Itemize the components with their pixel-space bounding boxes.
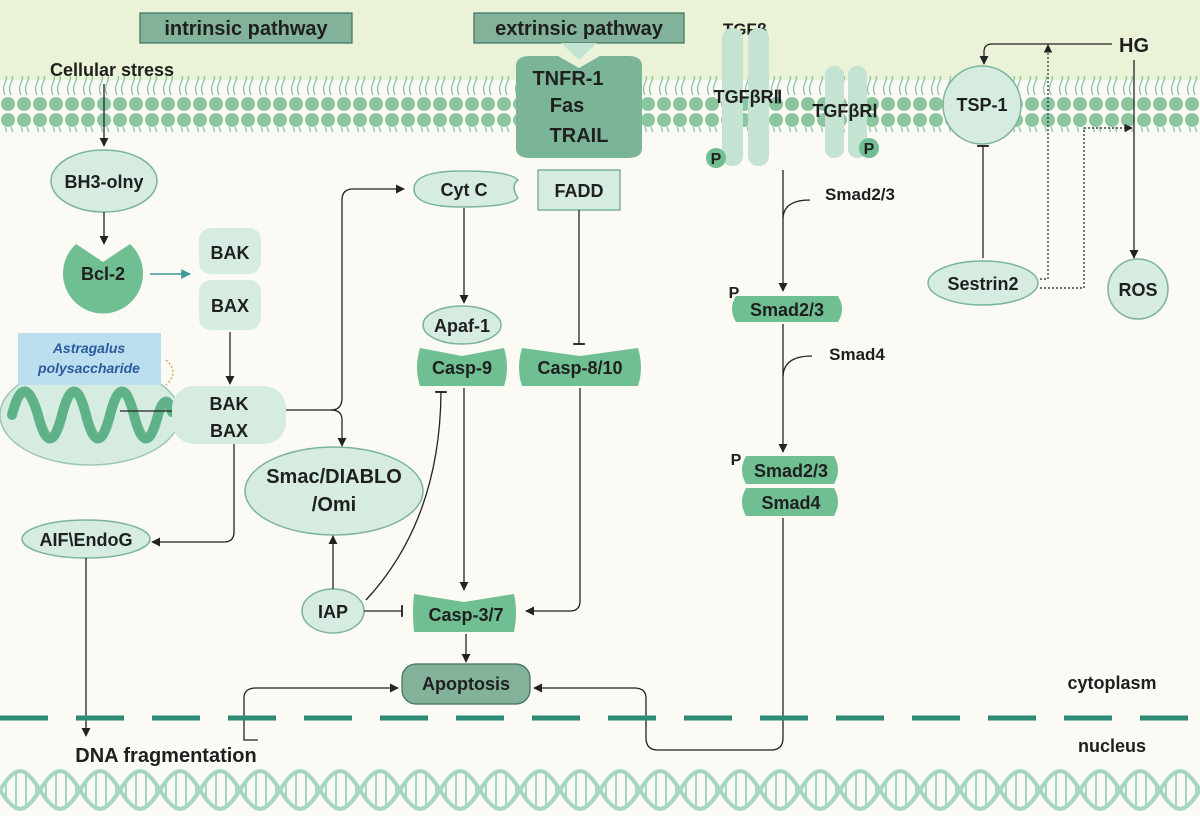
extrinsic-pathway-label: extrinsic pathway — [495, 18, 664, 40]
casp810-label: Casp-8/10 — [537, 358, 622, 378]
tgfbr2-receptor: P TGFβRⅡ — [706, 28, 782, 168]
smac-node: Smac/DIABLO /Omi — [244, 446, 424, 536]
fas-label: Fas — [550, 95, 584, 117]
bcl2-label: Bcl-2 — [81, 264, 125, 284]
iap-label: IAP — [318, 602, 348, 622]
bcl2-node: Bcl-2 — [63, 244, 143, 314]
casp37-node: Casp-3/7 — [413, 594, 516, 632]
arrow-smad-to-apoptosis — [533, 518, 784, 751]
tgfbr1-receptor: P TGFβRⅠ — [812, 66, 879, 158]
smad23-input-label: Smad2/3 — [825, 185, 895, 204]
smad-complex-p-label: P — [731, 452, 742, 469]
casp9-node: Casp-9 — [417, 348, 507, 386]
death-receptor-node: TNFR-1 Fas TRAIL — [516, 43, 642, 158]
aif-endog-node: AIF\EndoG — [21, 519, 151, 559]
bak-mito-label: BAK — [210, 394, 249, 414]
apaf1-label: Apaf-1 — [434, 316, 490, 336]
tsp1-node: TSP-1 — [942, 65, 1022, 145]
dotted-sestrin2-to-top — [1040, 44, 1053, 280]
tgfbr2-p-label: P — [711, 151, 722, 168]
p-smad23-label: Smad2/3 — [750, 300, 824, 320]
apaf1-node: Apaf-1 — [422, 305, 502, 345]
line-smad4-join — [782, 355, 813, 377]
bax-mito-label: BAX — [210, 421, 248, 441]
smad4-input-label: Smad4 — [829, 345, 885, 364]
p-smad23-p-label: P — [729, 285, 740, 302]
smac-label-line2: /Omi — [312, 494, 356, 516]
apoptosis-node: Apoptosis — [401, 663, 531, 705]
ros-node: ROS — [1107, 258, 1169, 320]
tnfr1-label: TNFR-1 — [532, 68, 603, 90]
bax-label: BAX — [211, 296, 249, 316]
cytc-node: Cyt C — [413, 170, 520, 208]
bak-bax-mito-node: BAK BAX — [172, 386, 286, 444]
line-smad23-join — [782, 199, 811, 219]
fadd-label: FADD — [555, 181, 604, 201]
sestrin2-node: Sestrin2 — [927, 260, 1039, 306]
bak-bax-node: BAK BAX — [199, 228, 261, 330]
tgfbr2-label: TGFβRⅡ — [714, 87, 783, 107]
complex-smad23-label: Smad2/3 — [754, 461, 828, 481]
aif-label: AIF\EndoG — [40, 530, 133, 550]
intrinsic-pathway-header: intrinsic pathway — [139, 12, 353, 44]
arrow-bakbax-to-cytc — [286, 184, 405, 411]
astragalus-box: Astragalus polysaccharide — [18, 333, 161, 385]
astragalus-label-line1: Astragalus — [52, 340, 126, 356]
cytc-label: Cyt C — [440, 180, 487, 200]
arrow-hg-to-tsp1 — [979, 43, 1112, 65]
dna-strand-2 — [0, 768, 1200, 812]
tgfbr1-label: TGFβRⅠ — [812, 101, 877, 121]
astragalus-label-line2: polysaccharide — [37, 360, 140, 376]
bak-label: BAK — [211, 243, 250, 263]
ros-label: ROS — [1118, 280, 1157, 300]
iap-node: IAP — [301, 588, 365, 634]
arrow-bakbax-to-aif — [151, 444, 235, 547]
fadd-node: FADD — [537, 169, 621, 211]
casp810-node: Casp-8/10 — [519, 348, 641, 386]
dotted-sestrin2-to-ros-path — [1040, 123, 1133, 289]
cytoplasm-label: cytoplasm — [1067, 673, 1156, 693]
tgfbr1-p-label: P — [864, 141, 875, 158]
sestrin2-label: Sestrin2 — [947, 274, 1018, 294]
p-smad23-node: P Smad2/3 — [729, 285, 842, 322]
smac-label-line1: Smac/DIABLO — [266, 466, 402, 488]
bh3-node: BH3-olny — [50, 149, 158, 213]
intrinsic-pathway-label: intrinsic pathway — [164, 18, 328, 40]
nucleus-label: nucleus — [1078, 736, 1146, 756]
complex-smad4-label: Smad4 — [761, 493, 820, 513]
arrow-casp810-to-casp37 — [525, 388, 581, 616]
extrinsic-pathway-header: extrinsic pathway — [473, 12, 685, 44]
inhibit-iap-casp9 — [365, 391, 447, 601]
casp9-label: Casp-9 — [432, 358, 492, 378]
dna-helix — [0, 768, 1200, 812]
bh3-label: BH3-olny — [64, 172, 143, 192]
arrow-dna-to-apoptosis — [243, 683, 399, 741]
dna-fragmentation-label: DNA fragmentation — [75, 745, 256, 767]
tsp1-label: TSP-1 — [956, 95, 1007, 115]
trail-label: TRAIL — [550, 125, 609, 147]
hg-label: HG — [1119, 35, 1149, 57]
smad-complex-node: P Smad2/3 Smad4 — [731, 452, 838, 516]
apoptosis-label: Apoptosis — [422, 674, 510, 694]
cellular-stress-label: Cellular stress — [50, 60, 174, 80]
arrow-bakbax-to-smac — [330, 409, 347, 447]
casp37-label: Casp-3/7 — [428, 605, 503, 625]
